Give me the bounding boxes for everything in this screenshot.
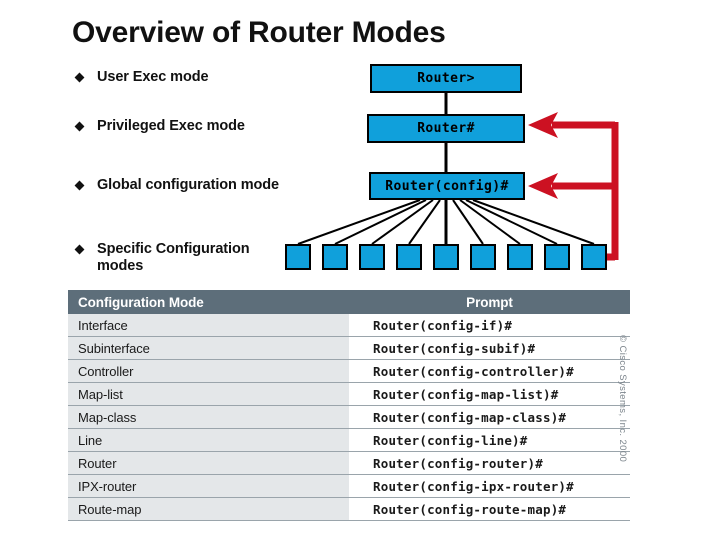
bullet-label: Privileged Exec mode <box>97 118 245 134</box>
bullet-diamond-icon <box>74 244 85 255</box>
cell-configuration-mode: Controller <box>68 359 349 383</box>
column-header-configuration-mode: Configuration Mode <box>68 290 349 314</box>
cell-prompt: Router(config-controller)# <box>349 359 630 383</box>
leaf-box-specific-mode-2[interactable] <box>322 244 348 270</box>
exit-feedback-path <box>552 121 619 261</box>
arrowhead-to-global <box>528 173 558 199</box>
leaf-box-specific-mode-3[interactable] <box>359 244 385 270</box>
cell-configuration-mode: Router <box>68 451 349 475</box>
mode-box-privileged-exec[interactable]: Router# <box>367 114 525 143</box>
leaf-box-specific-mode-1[interactable] <box>285 244 311 270</box>
mode-box-global-config[interactable]: Router(config)# <box>369 172 525 200</box>
bullet-label: User Exec mode <box>97 69 209 85</box>
bullet-label: Specific Configuration modes <box>97 241 250 274</box>
cell-prompt: Router(config-if)# <box>349 314 630 337</box>
leaf-box-specific-mode-6[interactable] <box>470 244 496 270</box>
bullet-diamond-icon <box>74 180 85 191</box>
cell-configuration-mode: Line <box>68 428 349 452</box>
cell-prompt: Router(config-map-class)# <box>349 405 630 429</box>
cell-prompt: Router(config-router)# <box>349 451 630 475</box>
bullet-diamond-icon <box>74 72 85 83</box>
leaf-box-specific-mode-7[interactable] <box>507 244 533 270</box>
bullet-diamond-icon <box>74 121 85 132</box>
cell-configuration-mode: Interface <box>68 314 349 337</box>
copyright-notice: © Cisco Systems, Inc. 2000 <box>617 335 628 463</box>
cell-prompt: Router(config-route-map)# <box>349 497 630 521</box>
page-title: Overview of Router Modes <box>72 16 446 49</box>
bullet-item-user-exec: User Exec mode <box>74 69 209 86</box>
bullet-item-privileged-exec: Privileged Exec mode <box>74 118 245 135</box>
cell-configuration-mode: Map-list <box>68 382 349 406</box>
leaf-box-specific-mode-5[interactable] <box>433 244 459 270</box>
bullet-item-specific-config: Specific Configuration modes <box>74 241 291 275</box>
arrowhead-to-privileged <box>528 112 558 138</box>
bullet-label: Global configuration mode <box>97 177 279 193</box>
column-header-prompt: Prompt <box>349 290 630 314</box>
cell-prompt: Router(config-map-list)# <box>349 382 630 406</box>
table-header-row: Configuration Mode Prompt <box>68 290 630 314</box>
cell-prompt: Router(config-line)# <box>349 428 630 452</box>
cell-configuration-mode: IPX-router <box>68 474 349 498</box>
cell-prompt: Router(config-subif)# <box>349 336 630 360</box>
mode-box-user-exec[interactable]: Router> <box>370 64 522 93</box>
cell-prompt: Router(config-ipx-router)# <box>349 474 630 498</box>
cell-configuration-mode: Map-class <box>68 405 349 429</box>
cell-configuration-mode: Route-map <box>68 497 349 521</box>
leaf-box-specific-mode-4[interactable] <box>396 244 422 270</box>
leaf-box-specific-mode-9[interactable] <box>581 244 607 270</box>
cell-configuration-mode: Subinterface <box>68 336 349 360</box>
bullet-item-global-config: Global configuration mode <box>74 177 279 194</box>
connector-fanout <box>297 199 595 245</box>
leaf-box-specific-mode-8[interactable] <box>544 244 570 270</box>
